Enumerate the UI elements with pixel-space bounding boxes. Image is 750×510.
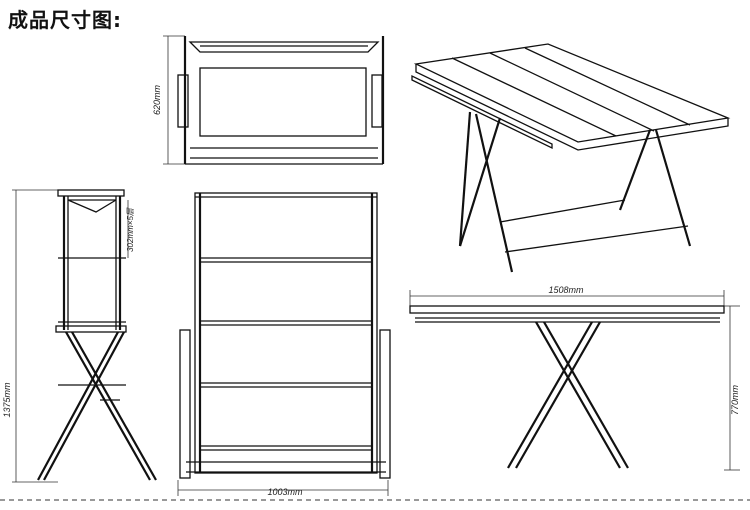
isometric-table-view — [411, 43, 731, 273]
height-open-label: 1375mm — [2, 382, 12, 418]
side-view: 1375mm 302mm×5层 — [2, 189, 157, 483]
page-title: 成品尺寸图: — [8, 8, 122, 32]
folded-unit-view: 620mm — [152, 35, 385, 165]
table-length-label: 1508mm — [548, 285, 584, 295]
table-side-view: 1508mm 770mm — [409, 285, 740, 471]
shelf-spacing-label: 302mm×5层 — [126, 207, 135, 252]
width-label: 1003mm — [267, 487, 303, 497]
height-closed-label: 620mm — [152, 84, 162, 115]
table-height-label: 770mm — [730, 384, 740, 415]
front-shelf-view: 1003mm — [177, 192, 391, 497]
